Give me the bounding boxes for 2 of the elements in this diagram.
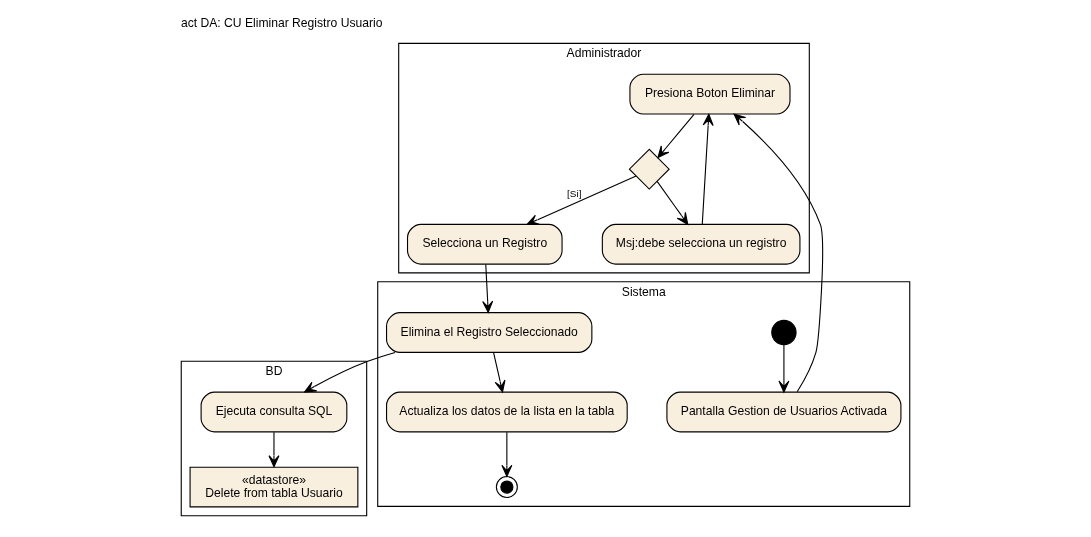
diagram-title: act DA: CU Eliminar Registro Usuario (180, 15, 383, 30)
edge-label: [Si] (567, 188, 582, 200)
